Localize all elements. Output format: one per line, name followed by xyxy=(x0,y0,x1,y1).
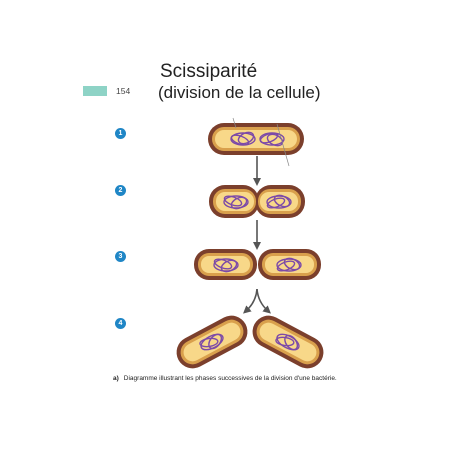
page-number: 154 xyxy=(116,86,131,96)
dna-coil xyxy=(275,333,300,351)
step-badge-4: 4 xyxy=(115,318,126,329)
caption-letter: a) xyxy=(113,375,119,382)
stage-4-right-cell xyxy=(252,315,324,369)
stage-4-left-cell xyxy=(176,315,248,369)
dna-coil xyxy=(230,131,285,147)
stage-1-cell xyxy=(208,117,304,167)
figure-caption: a) Diagramme illustrant les phases succes… xyxy=(113,375,337,382)
dna-coil xyxy=(199,333,224,351)
stage-3-cells xyxy=(194,249,321,280)
dna-coil xyxy=(223,194,292,210)
stage-2-cell xyxy=(209,185,305,218)
diagram-title: Scissiparité xyxy=(160,61,258,82)
step-badge-3: 3 xyxy=(115,251,126,262)
dna-coil xyxy=(213,257,302,273)
fork-arrow xyxy=(243,288,271,314)
step-badge-1: 1 xyxy=(115,128,126,139)
step-badge-2: 2 xyxy=(115,185,126,196)
page-tab-marker xyxy=(83,86,107,96)
caption-text: Diagramme illustrant les phases successi… xyxy=(123,375,337,382)
diagram-subtitle: (division de la cellule) xyxy=(158,83,321,102)
